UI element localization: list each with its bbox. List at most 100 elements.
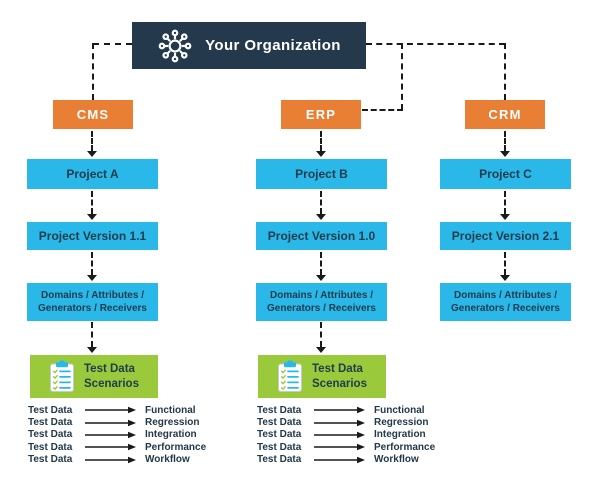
mapping-source-label: Test Data [28, 429, 73, 441]
scenarios-line2: Scenarios [312, 377, 367, 390]
arrow-version-to-domains [504, 252, 506, 275]
mapping-source-label: Test Data [28, 417, 73, 429]
mapping-target-label: Regression [145, 417, 200, 429]
mapping-source-label: Test Data [257, 454, 302, 466]
right-arrow-icon [85, 419, 136, 426]
scenarios-line2: Scenarios [84, 377, 139, 390]
right-arrow-icon [85, 431, 136, 439]
test-data-mapping-row: Test Data Performance [28, 441, 206, 453]
arrowhead-icon [87, 347, 97, 353]
scenarios-line1: Test Data [312, 363, 363, 376]
mapping-source-label: Test Data [257, 404, 302, 416]
mapping-target-label: Integration [145, 429, 197, 441]
mapping-source-label: Test Data [28, 441, 73, 453]
arrow-erp-to-project [320, 131, 322, 151]
version-node-2-1: Project Version 2.1 [440, 222, 571, 250]
project-node-a: Project A [27, 159, 158, 189]
arrow-version-to-domains [91, 252, 93, 275]
domains-node: Domains / Attributes / Generators / Rece… [256, 283, 387, 321]
connector-org-right-horizontal [366, 43, 505, 45]
scenarios-line1: Test Data [84, 363, 135, 376]
domains-line1: Domains / Attributes / [41, 290, 144, 301]
mapping-target-label: Workflow [374, 454, 419, 466]
connector-org-to-crm-vertical [504, 43, 506, 100]
arrow-project-to-version [320, 191, 322, 214]
mapping-target-label: Performance [374, 441, 436, 453]
arrow-domains-to-scenarios [320, 322, 322, 347]
test-data-mapping-list: Test Data Functional Test Data Regressio… [28, 404, 206, 466]
version-node-1-1: Project Version 1.1 [27, 222, 158, 250]
mapping-source-label: Test Data [28, 404, 73, 416]
right-arrow-icon [314, 419, 365, 426]
test-data-mapping-row: Test Data Workflow [28, 454, 206, 466]
scenarios-label: Test Data Scenarios [312, 362, 367, 391]
domains-node: Domains / Attributes / Generators / Rece… [440, 283, 571, 321]
arrow-project-to-version [91, 191, 93, 214]
right-arrow-icon [314, 444, 365, 451]
arrowhead-icon [316, 347, 326, 353]
arrow-project-to-version [504, 191, 506, 214]
mapping-source-label: Test Data [257, 429, 302, 441]
version-node-1-0: Project Version 1.0 [256, 222, 387, 250]
test-data-mapping-row: Test Data Regression [257, 416, 435, 428]
mapping-target-label: Performance [145, 441, 207, 453]
arrowhead-icon [316, 275, 326, 281]
arrowhead-icon [500, 275, 510, 281]
system-node-cms: CMS [53, 100, 133, 129]
org-title: Your Organization [205, 37, 341, 54]
test-data-mapping-row: Test Data Integration [257, 429, 435, 441]
arrowhead-icon [87, 275, 97, 281]
right-arrow-icon [314, 431, 365, 439]
project-node-c: Project C [440, 159, 571, 189]
arrow-domains-to-scenarios [91, 322, 93, 347]
domains-line1: Domains / Attributes / [270, 290, 373, 301]
system-node-erp: ERP [281, 100, 361, 129]
mapping-target-label: Integration [374, 429, 426, 441]
test-data-scenarios-node: Test Data Scenarios [258, 355, 386, 398]
right-arrow-icon [314, 406, 365, 414]
arrow-cms-to-project [91, 131, 93, 151]
arrowhead-icon [87, 151, 97, 157]
test-data-mapping-list: Test Data Functional Test Data Regressio… [257, 404, 435, 466]
arrowhead-icon [316, 214, 326, 220]
right-arrow-icon [85, 444, 136, 451]
connector-org-to-cms-vertical [92, 43, 94, 100]
test-data-mapping-row: Test Data Workflow [257, 454, 435, 466]
right-arrow-icon [85, 456, 136, 463]
system-node-crm: CRM [465, 100, 545, 129]
project-node-b: Project B [256, 159, 387, 189]
mapping-target-label: Regression [374, 417, 429, 429]
arrow-crm-to-project [504, 131, 506, 151]
arrowhead-icon [316, 151, 326, 157]
clipboard-checklist-icon [278, 360, 302, 392]
mapping-target-label: Functional [374, 404, 425, 416]
mapping-source-label: Test Data [257, 441, 302, 453]
test-data-mapping-row: Test Data Integration [28, 429, 206, 441]
domains-line2: Generators / Receivers [267, 303, 376, 314]
right-arrow-icon [314, 456, 365, 463]
test-data-scenarios-node: Test Data Scenarios [30, 355, 158, 398]
arrowhead-icon [500, 151, 510, 157]
connector-org-to-erp-vertical [401, 43, 403, 110]
connector-org-to-cms-horizontal [93, 43, 132, 45]
network-hub-icon [158, 29, 192, 62]
test-data-mapping-row: Test Data Regression [28, 416, 206, 428]
connector-org-to-erp-horizontal [362, 109, 403, 111]
arrow-version-to-domains [320, 252, 322, 275]
domains-line1: Domains / Attributes / [454, 290, 557, 301]
scenarios-label: Test Data Scenarios [84, 362, 139, 391]
mapping-source-label: Test Data [257, 417, 302, 429]
mapping-source-label: Test Data [28, 454, 73, 466]
test-data-mapping-row: Test Data Functional [257, 404, 435, 416]
domains-line2: Generators / Receivers [38, 303, 147, 314]
domains-node: Domains / Attributes / Generators / Rece… [27, 283, 158, 321]
arrowhead-icon [500, 214, 510, 220]
clipboard-checklist-icon [50, 360, 74, 392]
mapping-target-label: Workflow [145, 454, 190, 466]
mapping-target-label: Functional [145, 404, 196, 416]
test-data-mapping-row: Test Data Functional [28, 404, 206, 416]
test-data-mapping-row: Test Data Performance [257, 441, 435, 453]
domains-line2: Generators / Receivers [451, 303, 560, 314]
arrowhead-icon [87, 214, 97, 220]
